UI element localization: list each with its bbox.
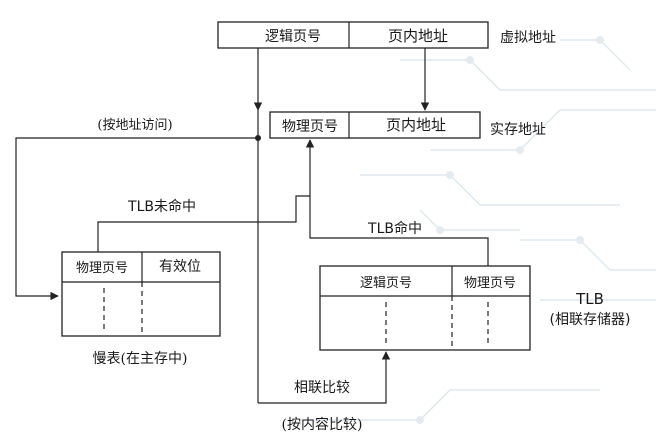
tlb-caption-line1: TLB [575,290,604,308]
tlb-hit-label: TLB命中 [367,220,422,237]
page-table-col-page: 物理页号 [76,261,128,276]
real-page-field: 物理页号 [282,119,338,135]
access-by-address-label: (按地址访问) [97,118,172,133]
compare-by-content-label: (按内容比较) [282,416,363,433]
virtual-offset-field: 页内地址 [388,27,448,45]
page-table-access-path [15,137,258,301]
tlb-hit-path [305,139,489,266]
page-table-caption: 慢表(在主存中) [93,350,188,367]
page-table: 物理页号 有效位 [61,251,221,337]
virtual-page-field: 逻辑页号 [265,29,321,45]
tlb-col-logical: 逻辑页号 [360,276,412,291]
tlb-miss-path [97,195,310,252]
tlb-table: 逻辑页号 物理页号 [319,265,531,351]
background-decoration [300,36,656,424]
tlb-caption-line2: (相联存储器) [550,312,631,328]
assoc-compare-label: 相联比较 [294,380,350,396]
real-address-box: 物理页号 页内地址 [269,111,481,139]
virtual-address-box: 逻辑页号 页内地址 [217,21,489,49]
real-offset-field: 页内地址 [386,116,446,134]
assoc-compare-path [258,351,391,404]
tlb-miss-label: TLB未命中 [127,198,196,215]
virtual-address-label: 虚拟地址 [500,30,556,46]
real-address-label: 实存地址 [490,122,546,138]
page-table-col-valid: 有效位 [159,259,201,275]
tlb-col-physical: 物理页号 [464,276,516,291]
